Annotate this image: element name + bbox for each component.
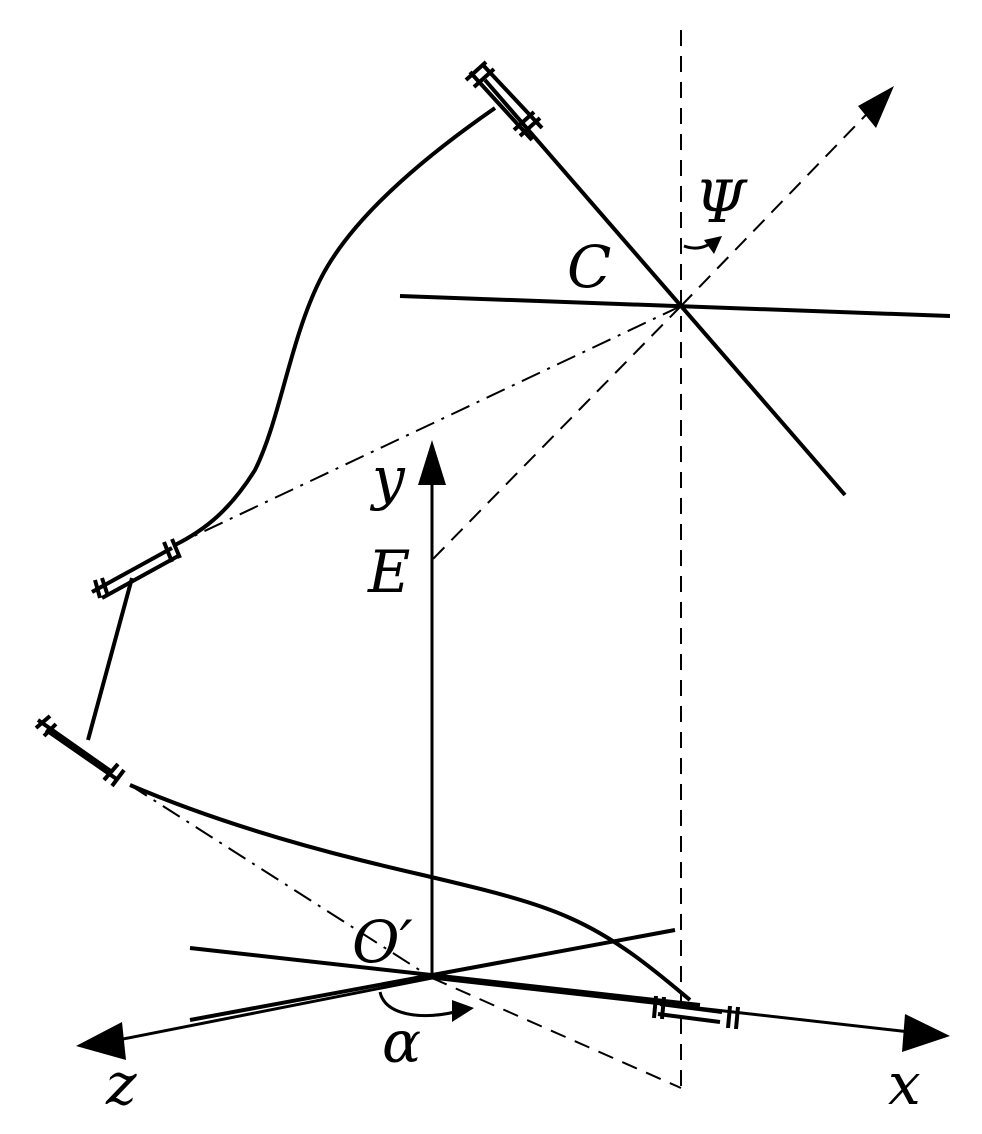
alpha-rotation-arc	[378, 991, 456, 1018]
dashed-line-o-to-bottom	[431, 977, 682, 1089]
link-bar	[86, 577, 134, 741]
upper-joint-symbol	[464, 60, 544, 142]
lower-curve	[129, 783, 692, 1002]
y-axis-arrowhead	[418, 440, 446, 485]
label-alpha: α	[382, 1008, 421, 1076]
label-o-prime: O′	[352, 908, 413, 976]
base-line-1	[189, 946, 701, 1007]
psi-axis-arrowhead	[858, 86, 894, 128]
dashdot-line-upper	[174, 305, 682, 546]
psi-rotation-arrowhead	[704, 236, 722, 254]
label-c: C	[567, 233, 611, 301]
horizontal-line-c	[399, 294, 951, 318]
diagonal-line-c	[483, 78, 847, 497]
alpha-rotation-arrowhead	[452, 1000, 474, 1022]
label-z: z	[105, 1050, 137, 1118]
z-axis-arrowhead	[76, 1022, 126, 1060]
lower-left-joint-symbol	[34, 714, 126, 788]
dashed-line-c-to-e	[431, 305, 682, 561]
middle-joint-symbol	[91, 538, 182, 600]
z-axis	[117, 976, 433, 1042]
label-psi: Ψ	[695, 168, 748, 236]
label-y: y	[369, 444, 406, 512]
lower-right-joint-symbol	[652, 995, 740, 1030]
upper-curve	[174, 106, 497, 547]
x-axis-arrowhead	[902, 1014, 950, 1052]
label-e: E	[367, 538, 410, 606]
base-line-2	[189, 928, 676, 1022]
label-x: x	[888, 1050, 921, 1118]
